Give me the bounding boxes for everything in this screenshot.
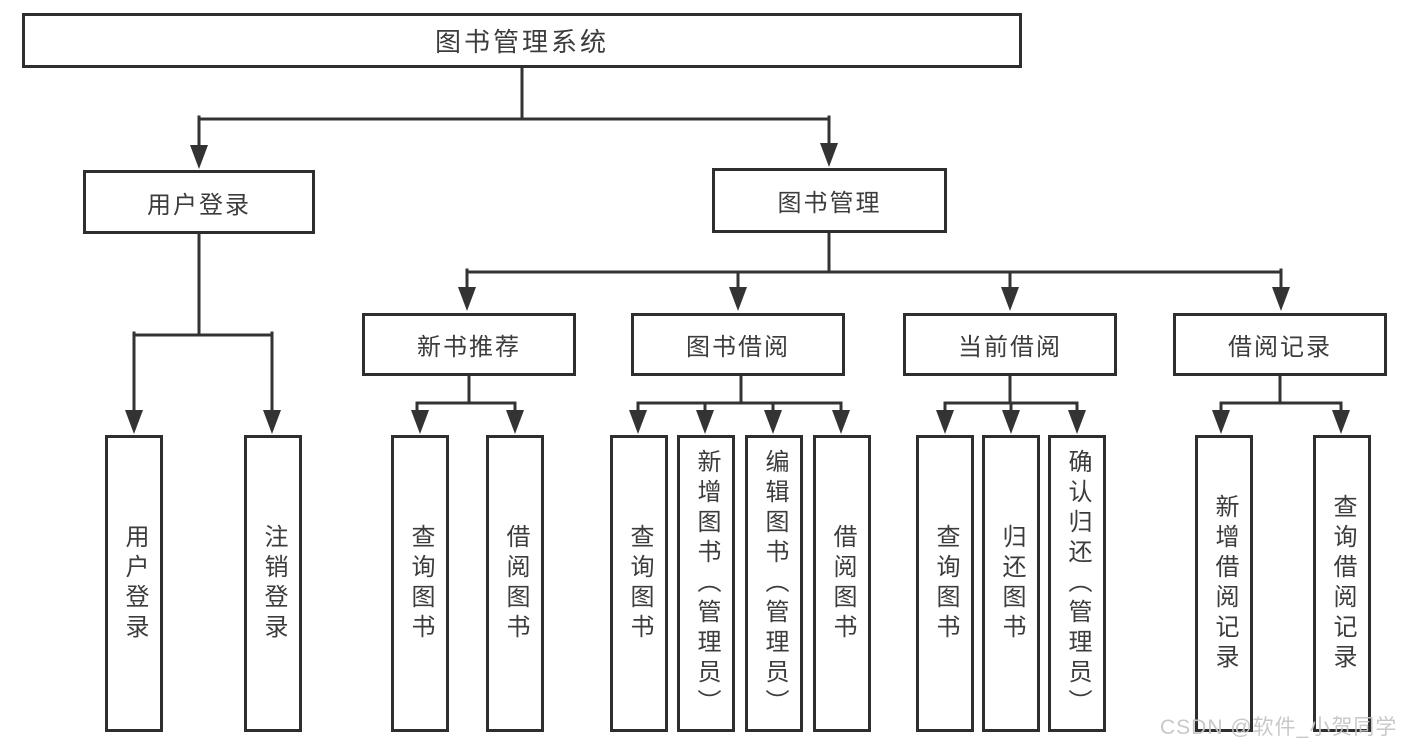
node-borrow-records: 借阅记录 bbox=[1173, 313, 1387, 376]
leaf-confirm-return-admin: 确认归还（管理员） bbox=[1048, 435, 1106, 732]
leaf-borrow-books: 借阅图书 bbox=[813, 435, 871, 732]
leaf-query-books-borrow: 查询图书 bbox=[610, 435, 668, 732]
leaf-add-borrow-record: 新增借阅记录 bbox=[1195, 435, 1253, 732]
leaf-user-login: 用户登录 bbox=[105, 435, 163, 732]
leaf-borrow-books-recommend: 借阅图书 bbox=[486, 435, 544, 732]
arrowheads bbox=[125, 143, 1350, 434]
node-current-borrow: 当前借阅 bbox=[903, 313, 1117, 376]
node-user-login: 用户登录 bbox=[83, 170, 315, 234]
node-root: 图书管理系统 bbox=[22, 13, 1022, 68]
leaf-edit-book-admin: 编辑图书（管理员） bbox=[745, 435, 803, 732]
connector-shafts bbox=[132, 66, 1343, 414]
leaf-query-books-recommend: 查询图书 bbox=[391, 435, 449, 732]
leaf-return-book: 归还图书 bbox=[982, 435, 1040, 732]
node-new-book-recommend: 新书推荐 bbox=[362, 313, 576, 376]
node-book-management: 图书管理 bbox=[712, 168, 947, 233]
leaf-query-books-current: 查询图书 bbox=[916, 435, 974, 732]
node-book-borrow: 图书借阅 bbox=[631, 313, 845, 376]
leaf-query-borrow-record: 查询借阅记录 bbox=[1313, 435, 1371, 732]
leaf-add-book-admin: 新增图书（管理员） bbox=[677, 435, 735, 732]
csdn-watermark: CSDN @软件_小贺同学 bbox=[1160, 716, 1398, 739]
leaf-logout: 注销登录 bbox=[244, 435, 302, 732]
